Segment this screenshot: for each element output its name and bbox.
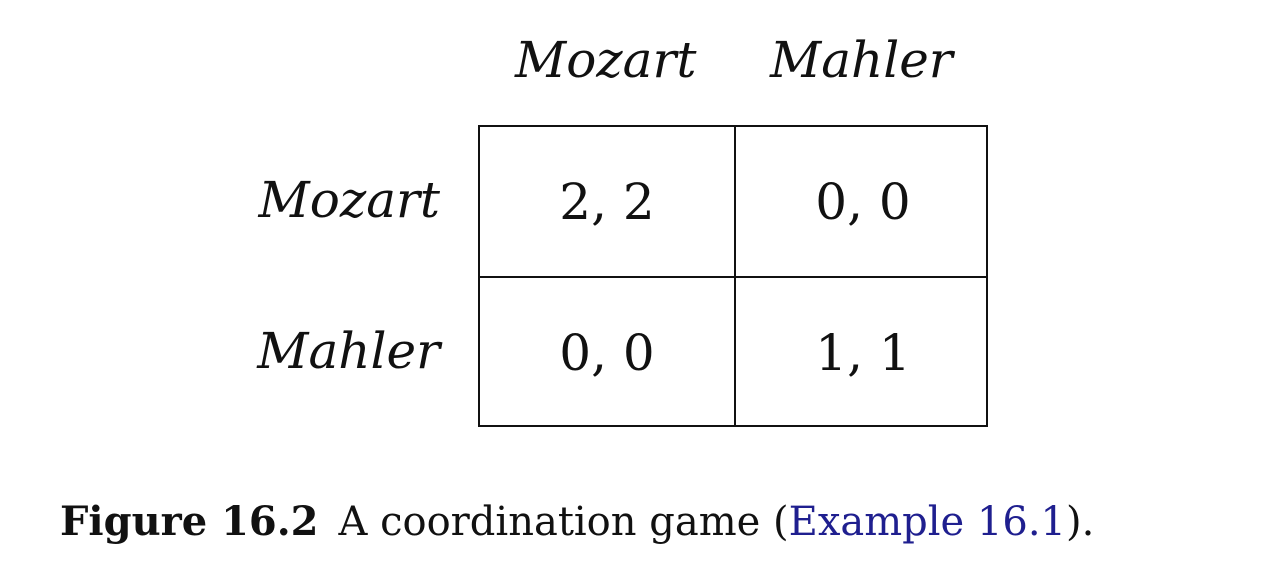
figure-label: Figure 16.2 <box>60 498 319 545</box>
column-header-mozart: Mozart <box>515 31 697 89</box>
row-header-mozart: Mozart <box>258 171 440 229</box>
example-reference-link[interactable]: Example 16.1 <box>788 499 1067 545</box>
payoff-cell-mahler-mahler: 1, 1 <box>815 323 911 382</box>
caption-text-end: ). <box>1066 499 1095 545</box>
figure-caption: Figure 16.2 A coordination game (Example … <box>60 494 1094 550</box>
payoff-cell-mahler-mozart: 0, 0 <box>559 323 655 382</box>
caption-text: A coordination game ( <box>338 499 789 545</box>
column-header-mahler: Mahler <box>770 31 953 89</box>
payoff-grid: 2, 2 0, 0 0, 0 1, 1 <box>478 125 988 427</box>
payoff-cell-mozart-mozart: 2, 2 <box>559 172 655 231</box>
row-header-mahler: Mahler <box>257 322 440 380</box>
grid-horizontal-divider <box>480 276 986 278</box>
payoff-cell-mozart-mahler: 0, 0 <box>815 172 911 231</box>
